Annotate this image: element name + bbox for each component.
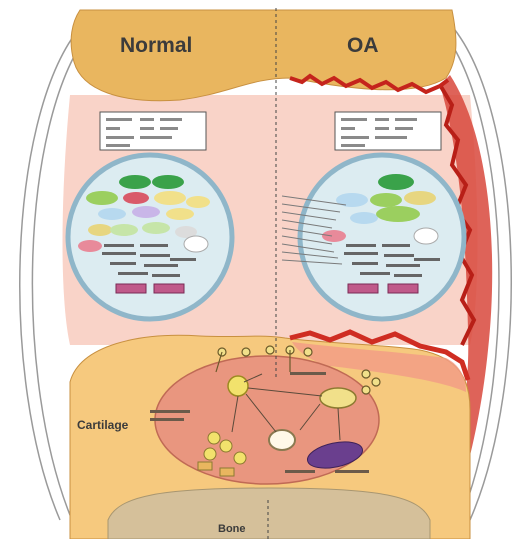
label-oa: OA — [347, 34, 379, 58]
vesicle-icon — [269, 430, 295, 450]
subchondral-bone — [108, 488, 430, 539]
legend-box-oa — [335, 112, 441, 150]
label-bone: Bone — [218, 523, 246, 535]
cell-normal — [68, 155, 232, 319]
legend-box-normal — [100, 112, 206, 150]
label-cartilage: Cartilage — [77, 418, 128, 432]
label-normal: Normal — [120, 34, 192, 58]
cell-oa — [300, 155, 464, 319]
